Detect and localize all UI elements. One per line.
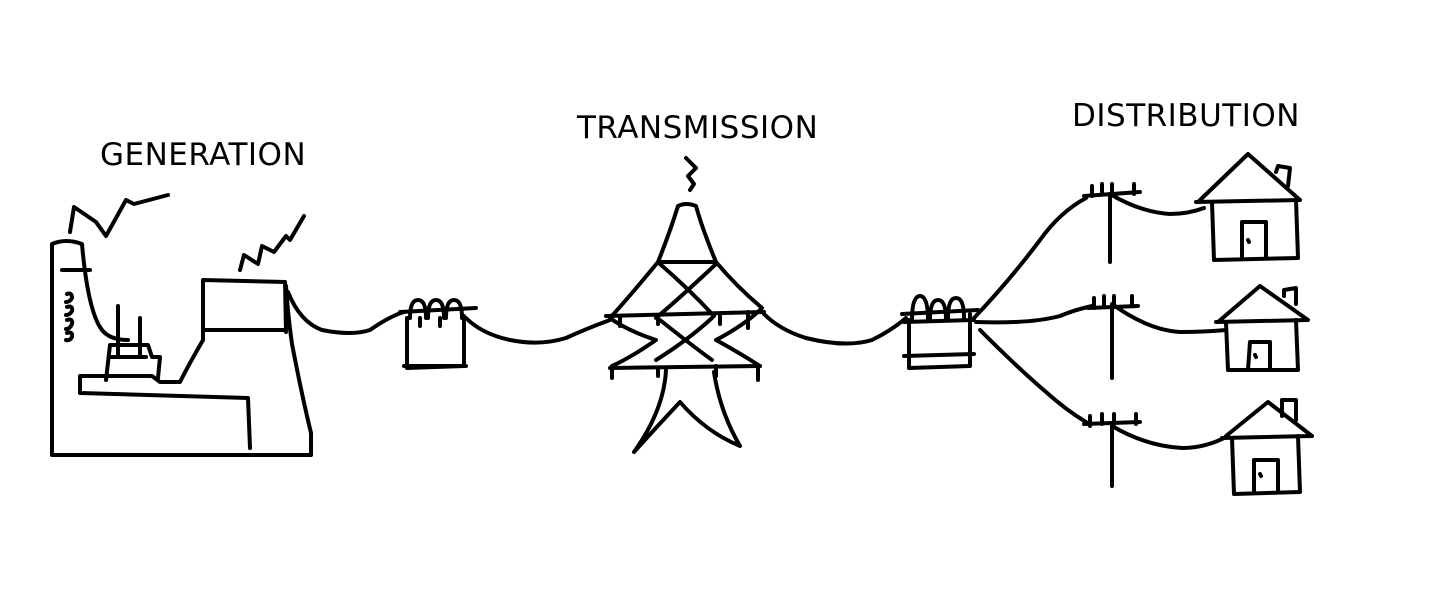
house-door [1240, 220, 1268, 260]
house-door [1252, 458, 1280, 494]
step-down-transformer [900, 294, 980, 370]
transformer-body [907, 312, 972, 370]
utility-pole-low [1082, 412, 1142, 488]
chimney-coil [64, 291, 75, 343]
tower-right-leg [714, 260, 764, 368]
tower-smoke [238, 214, 306, 272]
house-door-knob [1246, 238, 1251, 244]
house-door-knob [1258, 472, 1263, 478]
distribution-lines [972, 192, 1230, 450]
house-walls [1230, 434, 1302, 496]
power-plant [50, 193, 313, 457]
house-chimney [1282, 286, 1298, 306]
house-low [1220, 398, 1314, 496]
boiler-pipes [108, 304, 148, 359]
chimney-smoke [68, 193, 170, 238]
transformer-top-bar [398, 306, 478, 314]
house-walls [1224, 318, 1300, 372]
transformer-body [405, 314, 466, 370]
transformer-bottom-bar [902, 352, 976, 358]
tower-insulators [610, 310, 760, 382]
house-top [1194, 152, 1302, 262]
transmission-tower [604, 156, 766, 454]
wire-pole-mid-to-house [1110, 302, 1228, 334]
tower-bracing [654, 262, 718, 362]
step-up-transformer [398, 298, 478, 370]
tower-left-leg [608, 204, 680, 368]
house-roof [1220, 400, 1314, 440]
transformer-coils [910, 294, 966, 322]
plant-base [50, 284, 313, 457]
house-chimney [1274, 164, 1292, 188]
house-walls [1210, 198, 1300, 262]
distribution-label: DISTRIBUTION [1072, 98, 1300, 134]
wire-tower-to-transformer [762, 312, 908, 346]
transformer-coils [408, 298, 464, 328]
transmission-label: TRANSMISSION [577, 110, 819, 146]
chimney [50, 239, 130, 457]
tower-base [632, 368, 742, 454]
house-chimney [1280, 398, 1298, 422]
generation-label: GENERATION [100, 137, 307, 173]
boiler [104, 343, 162, 382]
house-roof [1214, 284, 1310, 324]
tower-crossarm-1 [604, 310, 766, 318]
wire-to-pole-top [972, 196, 1088, 320]
utility-pole-mid [1086, 294, 1140, 380]
house-mid [1214, 284, 1310, 372]
house-roof [1194, 152, 1302, 204]
wire-pole-top-to-house [1108, 192, 1206, 216]
cooling-tower [201, 278, 288, 342]
wire-transformer-to-tower [464, 316, 612, 345]
plant-platform-top [80, 338, 205, 384]
house-door [1246, 340, 1272, 372]
wire-plant-to-transformer [286, 290, 406, 335]
plant-platform [78, 374, 252, 450]
wire-pole-low-to-house [1110, 424, 1230, 450]
wire-to-pole-low [978, 328, 1088, 424]
house-door-knob [1253, 353, 1258, 359]
tower-crossarm-2 [608, 364, 762, 370]
tower-spark [684, 156, 698, 192]
transformer-mid-bar [902, 318, 976, 324]
wire-to-pole-mid [974, 304, 1094, 325]
tower-peak [676, 202, 718, 264]
utility-pole-top [1082, 182, 1142, 264]
